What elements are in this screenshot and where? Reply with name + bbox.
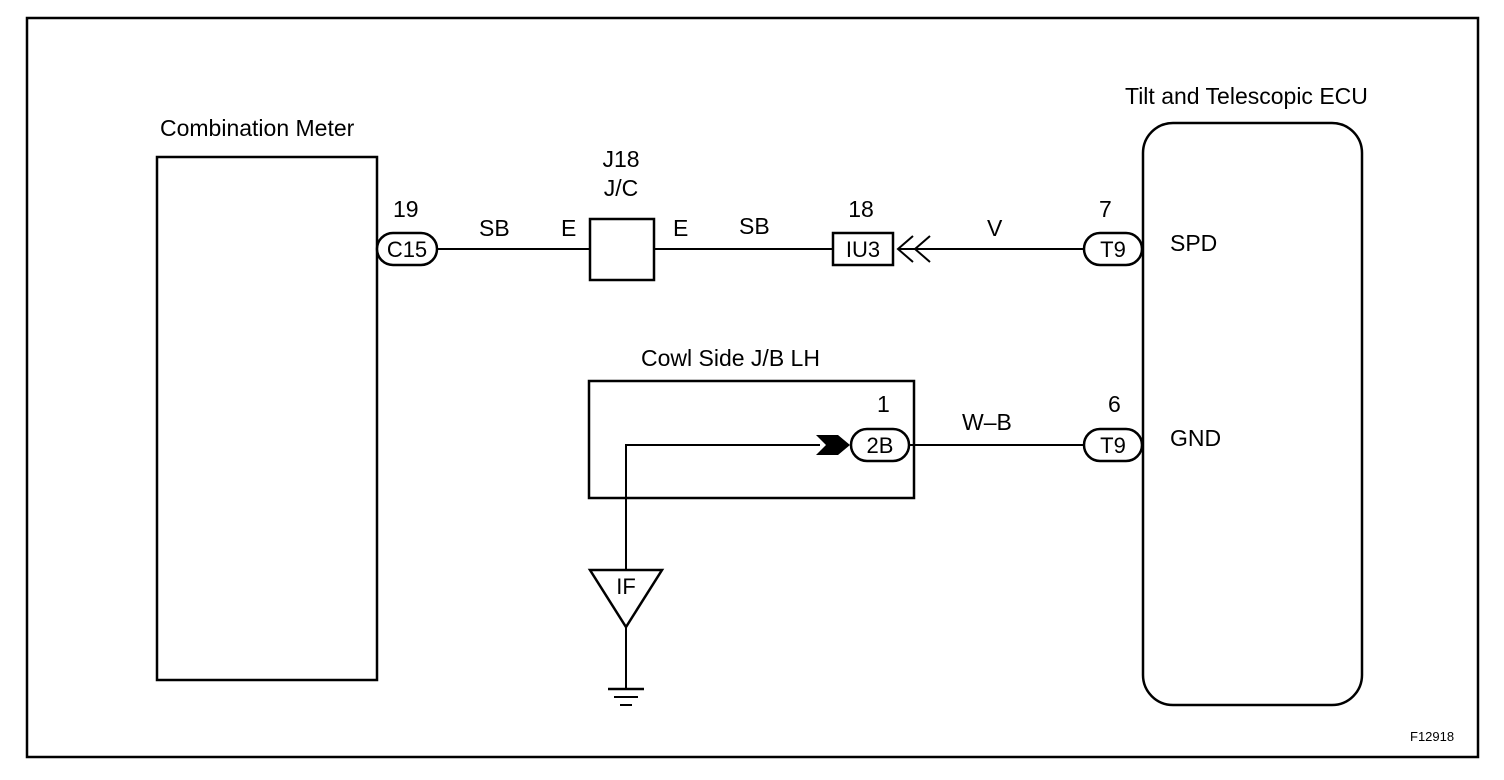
ecu-label: Tilt and Telescopic ECU bbox=[1125, 83, 1368, 109]
ground-point-label: IF bbox=[616, 574, 636, 599]
ecu-box bbox=[1141, 121, 1364, 707]
diagram-frame bbox=[25, 16, 1480, 759]
connector-c15-label: C15 bbox=[387, 237, 427, 262]
ecu-spd-pin-number: 7 bbox=[1099, 196, 1112, 222]
connector-c15 bbox=[375, 231, 439, 267]
jc-terminal-e-right: E bbox=[673, 215, 688, 241]
connector-t9-gnd-label: T9 bbox=[1100, 433, 1126, 458]
jb-internal-wire bbox=[625, 444, 820, 570]
cowl-jb-label: Cowl Side J/B LH bbox=[641, 345, 820, 371]
wire-color-sb-2: SB bbox=[739, 213, 770, 239]
connector-iu3-label: IU3 bbox=[846, 237, 880, 262]
connector-t9-spd-label: T9 bbox=[1100, 237, 1126, 262]
wire-color-sb-1: SB bbox=[479, 215, 510, 241]
connector-2b-label: 2B bbox=[867, 433, 894, 458]
jc-terminal-e-left: E bbox=[561, 215, 576, 241]
combination-meter-label: Combination Meter bbox=[160, 115, 355, 141]
ecu-terminal-spd: SPD bbox=[1170, 230, 1217, 256]
jb-terminal-arrow-icon bbox=[816, 435, 850, 455]
wire-color-v: V bbox=[987, 215, 1003, 241]
connector-t9-gnd bbox=[1082, 427, 1144, 463]
ground-point-triangle-icon bbox=[587, 568, 665, 630]
figure-id: F12918 bbox=[1410, 729, 1454, 744]
connector-iu3 bbox=[831, 231, 895, 267]
iu3-pin-number: 18 bbox=[848, 196, 874, 222]
junction-connector-box bbox=[588, 217, 656, 282]
combination-meter-box bbox=[155, 155, 379, 682]
ecu-terminal-gnd: GND bbox=[1170, 425, 1221, 451]
jb-pin-number: 1 bbox=[877, 391, 890, 417]
meter-pin-number: 19 bbox=[393, 196, 419, 222]
wire-color-w-b: W–B bbox=[962, 409, 1012, 435]
connector-t9-spd bbox=[1082, 231, 1144, 267]
ground-symbol-icon bbox=[608, 687, 644, 706]
jc-type-label: J/C bbox=[604, 175, 639, 201]
ecu-gnd-pin-number: 6 bbox=[1108, 391, 1121, 417]
jc-id-label: J18 bbox=[602, 146, 639, 172]
